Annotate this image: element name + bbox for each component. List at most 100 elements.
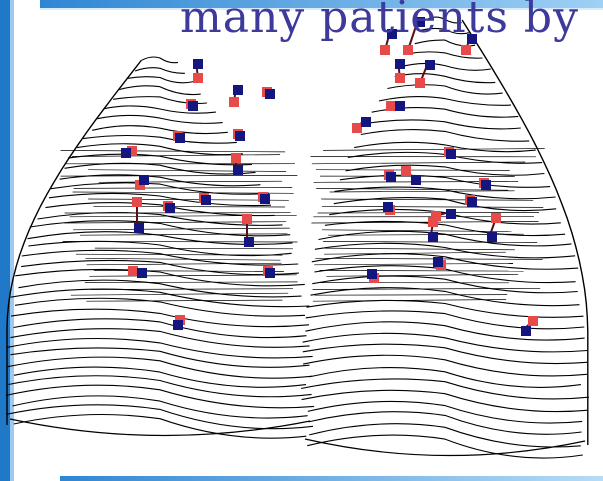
left-lung-rib-contour xyxy=(340,175,550,187)
red-square-marker xyxy=(401,166,411,176)
blue-square-marker xyxy=(481,180,491,190)
left-hilum-line xyxy=(316,170,510,171)
left-lung-rib-contour xyxy=(303,355,587,376)
right-hilum-line xyxy=(99,181,282,182)
blue-square-marker xyxy=(265,89,275,99)
left-lung-rib-contour xyxy=(301,379,589,399)
blue-square-marker xyxy=(173,320,183,330)
right-lung-rib-contour xyxy=(7,339,312,358)
right-lung-rib-contour xyxy=(97,115,222,123)
left-hilum-line xyxy=(318,212,539,213)
blue-square-marker xyxy=(233,165,243,175)
right-lung-rib-contour xyxy=(142,57,178,63)
right-lung-rib-contour xyxy=(104,106,216,113)
red-square-marker xyxy=(395,73,405,83)
left-lung-rib-contour xyxy=(387,85,502,94)
right-hilum-line xyxy=(64,222,286,223)
left-lung-rib-contour xyxy=(311,288,580,306)
red-square-marker xyxy=(380,45,390,55)
blue-square-marker xyxy=(235,131,245,141)
left-hilum-line xyxy=(321,199,533,200)
blue-square-marker xyxy=(137,268,147,278)
right-lung-rib-contour xyxy=(135,68,185,74)
left-hilum-line xyxy=(322,248,515,250)
red-square-marker xyxy=(132,197,142,207)
right-hilum-line xyxy=(76,254,283,255)
blue-square-marker xyxy=(367,269,377,279)
left-hilum-line xyxy=(326,274,518,276)
right-lung-base-contour xyxy=(10,419,310,436)
left-hilum-line xyxy=(322,206,543,207)
blue-square-marker xyxy=(361,117,371,127)
blue-square-marker xyxy=(175,133,185,143)
blue-square-marker xyxy=(467,197,477,207)
right-lung-rib-contour xyxy=(92,126,228,134)
right-lung-rib-contour xyxy=(8,376,311,397)
blue-square-marker xyxy=(265,268,275,278)
blue-square-marker xyxy=(233,85,243,95)
blue-square-marker xyxy=(383,202,393,212)
left-hilum-line xyxy=(330,191,515,192)
left-lung-rib-contour xyxy=(395,74,496,83)
left-hilum-line xyxy=(323,149,545,151)
left-hilum-line xyxy=(319,270,523,271)
blue-square-marker xyxy=(201,195,211,205)
blue-square-marker xyxy=(386,172,396,182)
red-square-marker xyxy=(386,101,396,111)
lung-contours xyxy=(6,17,589,458)
right-lung-rib-contour xyxy=(119,86,200,95)
left-lung-rib-contour xyxy=(308,401,582,423)
left-hilum-line xyxy=(315,295,508,296)
right-hilum-line xyxy=(80,234,287,235)
right-lung-rib-contour xyxy=(11,289,310,307)
red-square-marker xyxy=(491,213,501,223)
blue-square-marker xyxy=(395,59,405,69)
red-square-marker xyxy=(128,266,138,276)
red-square-marker xyxy=(193,73,203,83)
slide-title: many patients by xyxy=(180,0,579,43)
right-hilum-line xyxy=(74,187,293,188)
blue-square-marker xyxy=(428,232,438,242)
left-lung-rib-contour xyxy=(307,300,584,317)
right-lung-rib-contour xyxy=(83,135,237,143)
right-hilum-line xyxy=(94,270,284,271)
red-square-marker xyxy=(428,217,438,227)
red-square-marker xyxy=(352,123,362,133)
right-hilum-line xyxy=(91,289,293,290)
blue-square-marker xyxy=(244,237,254,247)
left-lung-rib-contour xyxy=(319,231,572,246)
right-hilum-line xyxy=(61,150,286,152)
blue-square-marker xyxy=(121,148,131,158)
right-hilum-line xyxy=(85,282,298,283)
right-lung-rib-contour xyxy=(127,77,194,83)
right-hilum-line xyxy=(95,248,293,249)
blue-square-marker xyxy=(139,175,149,185)
red-square-marker xyxy=(242,214,252,224)
right-hilum-line xyxy=(86,300,282,301)
blue-square-marker xyxy=(260,194,270,204)
left-lung-rib-contour xyxy=(303,344,587,363)
left-hilum-line xyxy=(315,258,542,259)
blue-square-marker xyxy=(134,223,144,233)
red-square-marker xyxy=(461,45,471,55)
blue-square-marker xyxy=(487,232,497,242)
blue-square-marker xyxy=(433,257,443,267)
left-lung-rib-contour xyxy=(361,130,529,142)
blue-square-marker xyxy=(521,326,531,336)
right-lung-rib-contour xyxy=(14,319,307,338)
blue-square-marker xyxy=(411,175,421,185)
left-lung-rib-contour xyxy=(312,276,577,293)
left-lung-rib-contour xyxy=(399,63,491,70)
blue-square-marker xyxy=(165,203,175,213)
right-hilum-line xyxy=(93,206,285,207)
left-lung-rib-contour xyxy=(309,368,581,388)
left-lung-rib-contour xyxy=(303,333,588,352)
red-square-marker xyxy=(229,97,239,107)
left-lung-rib-contour xyxy=(369,120,521,129)
left-lung-rib-contour xyxy=(408,52,483,58)
right-hilum-line xyxy=(71,293,288,295)
left-lung-rib-contour xyxy=(302,390,589,411)
blue-square-marker xyxy=(395,101,405,111)
